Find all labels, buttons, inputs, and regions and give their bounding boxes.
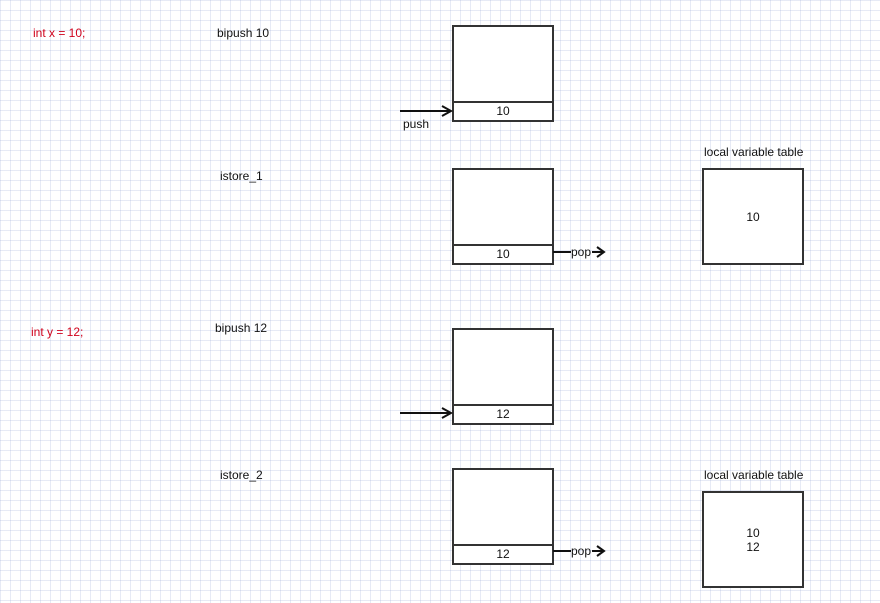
local-variable-table-title: local variable table <box>704 468 804 482</box>
local-variable-value: 12 <box>746 540 760 554</box>
stack-top-cell: 10 <box>452 101 554 122</box>
pop-arrow-icon <box>592 246 606 258</box>
push-arrow-icon <box>400 105 454 117</box>
local-variable-table-title: local variable table <box>704 145 804 159</box>
pop-label: pop <box>571 544 592 558</box>
bytecode-instruction: bipush 12 <box>215 321 268 335</box>
pop-arrow-icon <box>592 545 606 557</box>
push-label: push <box>403 117 430 131</box>
operand-stack: 12 <box>452 328 554 425</box>
bytecode-instruction: istore_1 <box>220 169 263 183</box>
source-code-line: int y = 12; <box>31 325 84 339</box>
pop-line <box>553 550 571 552</box>
bytecode-instruction: bipush 10 <box>217 26 270 40</box>
bytecode-instruction: istore_2 <box>220 468 263 482</box>
push-arrow-icon <box>400 407 454 419</box>
stack-top-cell: 12 <box>452 404 554 425</box>
pop-line <box>553 251 571 253</box>
operand-stack: 10 <box>452 25 554 122</box>
pop-label: pop <box>571 245 592 259</box>
local-variable-table: 10 <box>702 168 804 265</box>
local-variable-table: 10 12 <box>702 491 804 588</box>
stack-top-cell: 10 <box>452 244 554 265</box>
source-code-line: int x = 10; <box>33 26 86 40</box>
operand-stack: 10 <box>452 168 554 265</box>
operand-stack: 12 <box>452 468 554 565</box>
local-variable-value: 10 <box>746 210 760 224</box>
stack-top-cell: 12 <box>452 544 554 565</box>
local-variable-value: 10 <box>746 526 760 540</box>
